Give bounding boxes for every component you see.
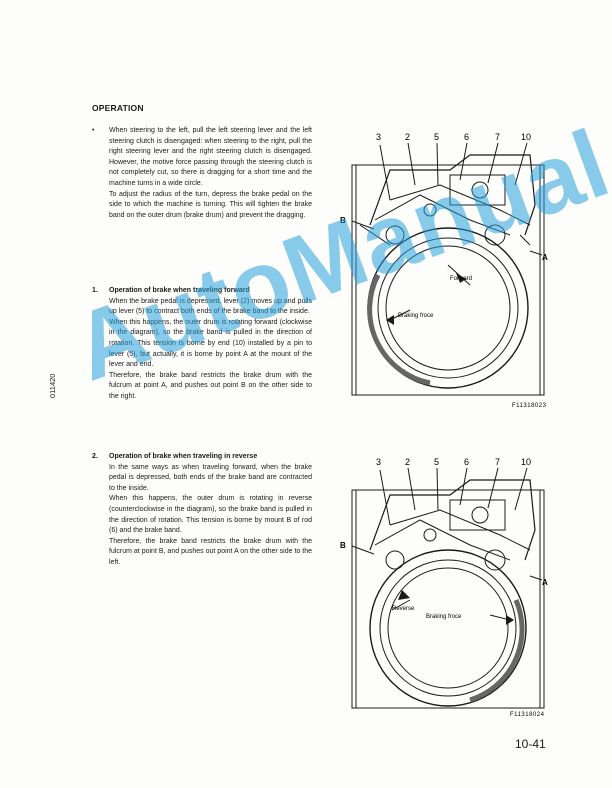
point-b-label: B [340, 541, 346, 550]
intro-paragraph-2: To adjust the radius of the turn, depres… [109, 190, 312, 219]
brake-diagram-reverse: 3 2 5 6 7 10 B A Reverse Braking froce F… [340, 457, 548, 718]
side-document-code: 011420 [48, 373, 57, 398]
braking-force-arrow-icon [506, 615, 514, 625]
section-forward: 1. Operation of brake when traveling for… [92, 286, 312, 403]
callout-5: 5 [434, 457, 439, 467]
page-number: 10-41 [515, 737, 546, 751]
section-reverse: 2. Operation of brake when traveling in … [92, 452, 312, 569]
callout-5: 5 [434, 132, 439, 142]
direction-label: Forward [450, 276, 472, 282]
section-paragraph: Therefore, the brake band restricts the … [109, 537, 312, 566]
braking-force-arrow-icon [386, 315, 394, 325]
lever-housing [449, 499, 506, 531]
section-paragraph: When this happens, the outer drum is rot… [109, 495, 312, 535]
brake-band [469, 599, 525, 703]
callout-2: 2 [405, 132, 410, 142]
callout-3: 3 [376, 457, 381, 467]
housing-frame [351, 489, 545, 709]
callout-7: 7 [495, 457, 500, 467]
bullet-mark: • [92, 127, 95, 134]
intro-paragraph-1: When steering to the left, pull the left… [109, 127, 312, 187]
brake-diagram-forward: 3 2 5 6 7 10 B A Forward Braking froce F… [340, 132, 548, 409]
section-paragraph: When the brake pedal is depressed, lever… [109, 297, 312, 316]
section-number: 1. [92, 287, 98, 294]
housing-frame [351, 164, 545, 396]
callout-7: 7 [495, 132, 500, 142]
brake-drum-inner [377, 237, 519, 379]
callout-10: 10 [521, 132, 531, 142]
callout-6: 6 [464, 132, 469, 142]
reverse-arrow-icon [398, 590, 410, 600]
point-a-label: A [542, 253, 548, 262]
brake-drum-outer [369, 549, 527, 707]
callout-3: 3 [376, 132, 381, 142]
callout-6: 6 [464, 457, 469, 467]
section-paragraph: In the same ways as when traveling forwa… [109, 463, 312, 492]
point-b-label: B [340, 216, 346, 225]
section-paragraph: Therefore, the brake band restricts the … [109, 371, 312, 400]
section-number: 2. [92, 453, 98, 460]
figure-code: F11318024 [510, 712, 545, 718]
intro-bullet: • When steering to the left, pull the le… [92, 126, 312, 221]
direction-label: Reverse [392, 606, 415, 612]
figure-code: F11318023 [512, 403, 547, 409]
section-title: Operation of brake when traveling forwar… [109, 287, 250, 294]
callout-10: 10 [521, 457, 531, 467]
braking-force-label: Braking froce [398, 313, 434, 319]
section-title: Operation of brake when traveling in rev… [109, 453, 258, 460]
section-heading: OPERATION [92, 103, 144, 113]
brake-drum-inner [379, 559, 517, 697]
callout-2: 2 [405, 457, 410, 467]
brake-band [367, 273, 431, 386]
forward-arrow-icon [456, 273, 466, 283]
section-paragraph: When this happens, the outer drum is rot… [109, 318, 312, 369]
braking-force-label: Braking froce [426, 614, 462, 620]
lever-housing [449, 174, 506, 206]
point-a-label: A [542, 578, 548, 587]
